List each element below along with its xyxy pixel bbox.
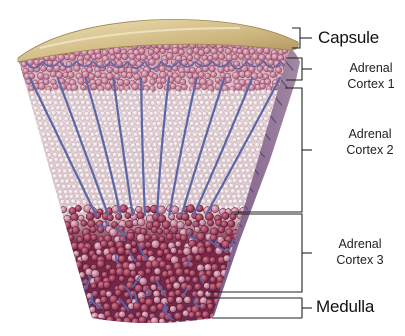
label-cortex3-line2: Cortex 3 [326,252,394,268]
label-cortex3-line1: Adrenal [326,236,394,252]
label-medulla: Medulla [316,297,374,317]
label-adrenal-cortex-3: Adrenal Cortex 3 [326,236,394,268]
label-cortex2-line2: Cortex 2 [336,142,404,158]
label-cortex1-line2: Cortex 1 [338,76,404,92]
label-cortex2-line1: Adrenal [336,126,404,142]
label-cortex1-line1: Adrenal [338,60,404,76]
label-adrenal-cortex-1: Adrenal Cortex 1 [338,60,404,92]
label-capsule: Capsule [318,28,379,48]
label-adrenal-cortex-2: Adrenal Cortex 2 [336,126,404,158]
